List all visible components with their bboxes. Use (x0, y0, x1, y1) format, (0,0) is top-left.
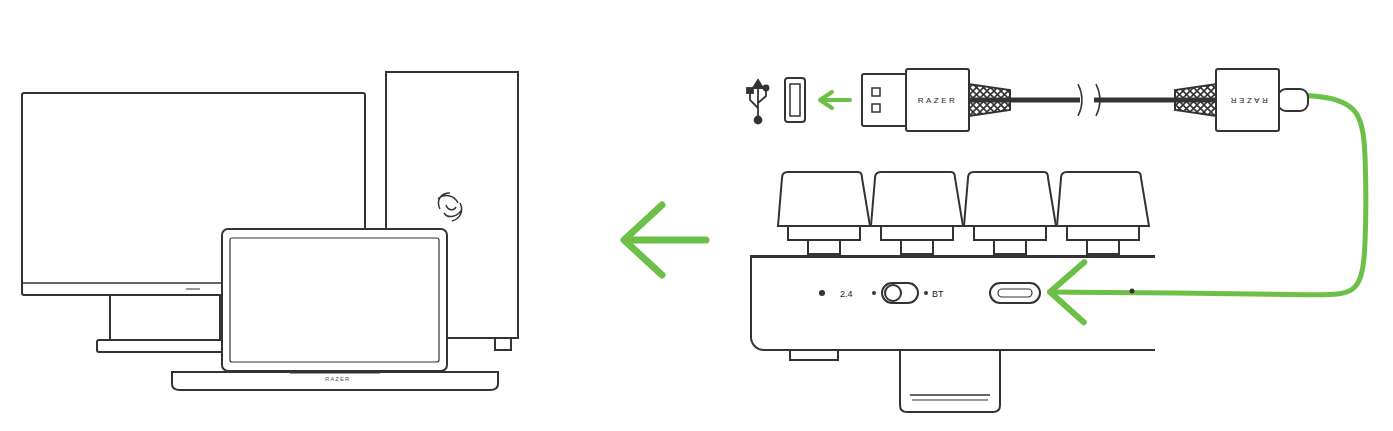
keycap (778, 172, 870, 226)
cable-plug: RAZER (905, 68, 970, 132)
brand-text: RAZER (918, 96, 958, 105)
switch-label: 2.4 (840, 289, 853, 299)
usb-c-port-inner (998, 289, 1032, 297)
keyboard-stand (790, 350, 1000, 412)
cable-plug: RAZER (1215, 68, 1280, 132)
cable-grip (968, 84, 1010, 116)
laptop (172, 229, 498, 390)
cable-grip (1175, 84, 1217, 116)
keycap (964, 172, 1056, 226)
key-switch (1067, 226, 1139, 254)
brand-text: RAZER (325, 376, 350, 382)
plug-in-line (1050, 95, 1366, 295)
key-switch (881, 226, 953, 254)
keycap (1057, 172, 1149, 226)
mode-switch (819, 283, 928, 303)
cable-break (1078, 84, 1100, 116)
indicator-dot (1130, 289, 1135, 294)
brand-text: RAZER (1228, 96, 1268, 105)
usb-symbol (747, 80, 769, 124)
keyboard-body: 2.4 BT (750, 255, 1155, 351)
usb-c-port (990, 283, 1040, 303)
usb-a-connector (862, 74, 907, 126)
insert-arrow (820, 92, 850, 108)
keycaps (778, 172, 1149, 254)
switch-label: BT (932, 289, 944, 299)
key-switch (974, 226, 1046, 254)
usb-c-connector (1278, 89, 1308, 111)
usb-a-port (785, 78, 805, 122)
keycap (871, 172, 963, 226)
key-switch (788, 226, 860, 254)
direction-arrow (624, 205, 706, 275)
